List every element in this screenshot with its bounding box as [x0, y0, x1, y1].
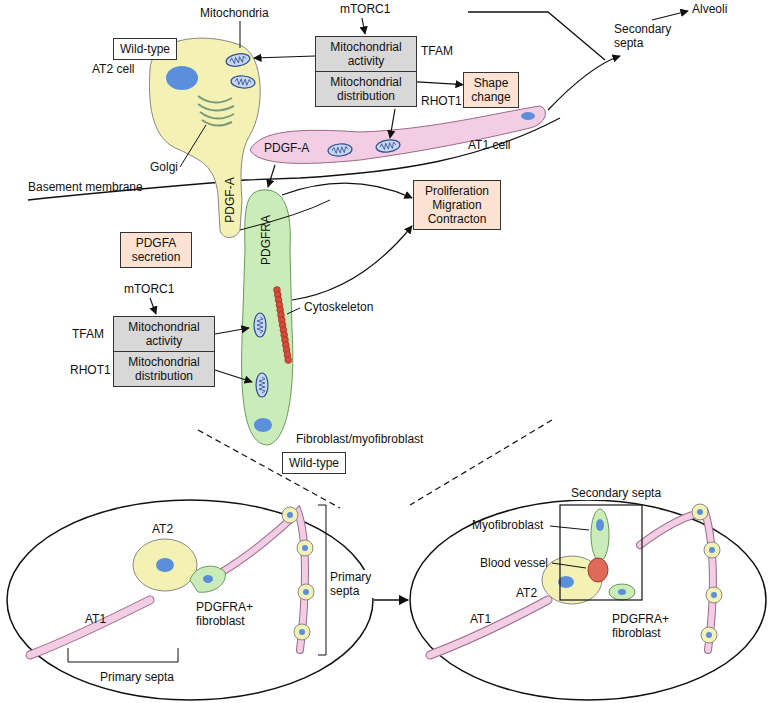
- box-text: Mitochondrial activity: [118, 320, 210, 348]
- label: Myofibroblast: [472, 518, 543, 532]
- label: Primary septa: [100, 670, 174, 684]
- box-text: Wild-type: [118, 42, 172, 56]
- label: Alveoli: [692, 2, 727, 16]
- label: AT2 cell: [92, 62, 134, 76]
- label: TFAM: [72, 327, 104, 341]
- label: PDGFRA+ fibroblast: [612, 612, 684, 640]
- label: Cytoskeleton: [304, 300, 373, 314]
- process-box: Mitochondrial activity: [113, 316, 215, 352]
- label: Secondary septa: [614, 22, 672, 50]
- label: TFAM: [421, 44, 453, 58]
- process-box: PDGFA secretion: [120, 232, 192, 268]
- label: PDGFRA+ fibroblast: [196, 600, 266, 628]
- label: AT1 cell: [468, 138, 510, 152]
- label: RHOT1: [421, 94, 462, 108]
- label: Mitochondria: [200, 6, 269, 20]
- label: AT1: [470, 612, 491, 626]
- label: PDGFRA: [259, 215, 273, 265]
- label: Blood vessel: [480, 556, 548, 570]
- process-box: Proliferation Migration Contracton: [413, 180, 501, 230]
- process-box: Wild-type: [282, 452, 346, 474]
- label: PDGF-A: [223, 177, 237, 222]
- box-text: Mitochondrial distribution: [118, 355, 210, 383]
- process-box: Wild-type: [113, 38, 177, 60]
- process-box: Shape change: [463, 72, 519, 108]
- label: AT1: [85, 612, 106, 626]
- label: Fibroblast/myofibroblast: [296, 432, 423, 446]
- box-text: Wild-type: [287, 456, 341, 470]
- process-box: Mitochondrial activity: [315, 36, 417, 72]
- process-box: Mitochondrial distribution: [113, 351, 215, 387]
- label: AT2: [152, 522, 173, 536]
- label: RHOT1: [70, 363, 111, 377]
- label: AT2: [516, 586, 537, 600]
- box-text: Shape change: [468, 76, 514, 104]
- process-box: Mitochondrial distribution: [315, 71, 417, 107]
- label: PDGF-A: [264, 141, 309, 155]
- label: mTORC1: [340, 2, 390, 16]
- label: Golgi: [150, 160, 178, 174]
- box-text: Proliferation Migration Contracton: [418, 184, 496, 226]
- box-text: Mitochondrial activity: [320, 40, 412, 68]
- connector: [417, 82, 463, 85]
- label: Basement membrane: [28, 180, 143, 194]
- label: Secondary septa: [570, 486, 662, 500]
- label: mTORC1: [124, 282, 174, 296]
- box-text: Mitochondrial distribution: [320, 75, 412, 103]
- label: Primary septa: [329, 570, 375, 598]
- box-text: PDGFA secretion: [125, 236, 187, 264]
